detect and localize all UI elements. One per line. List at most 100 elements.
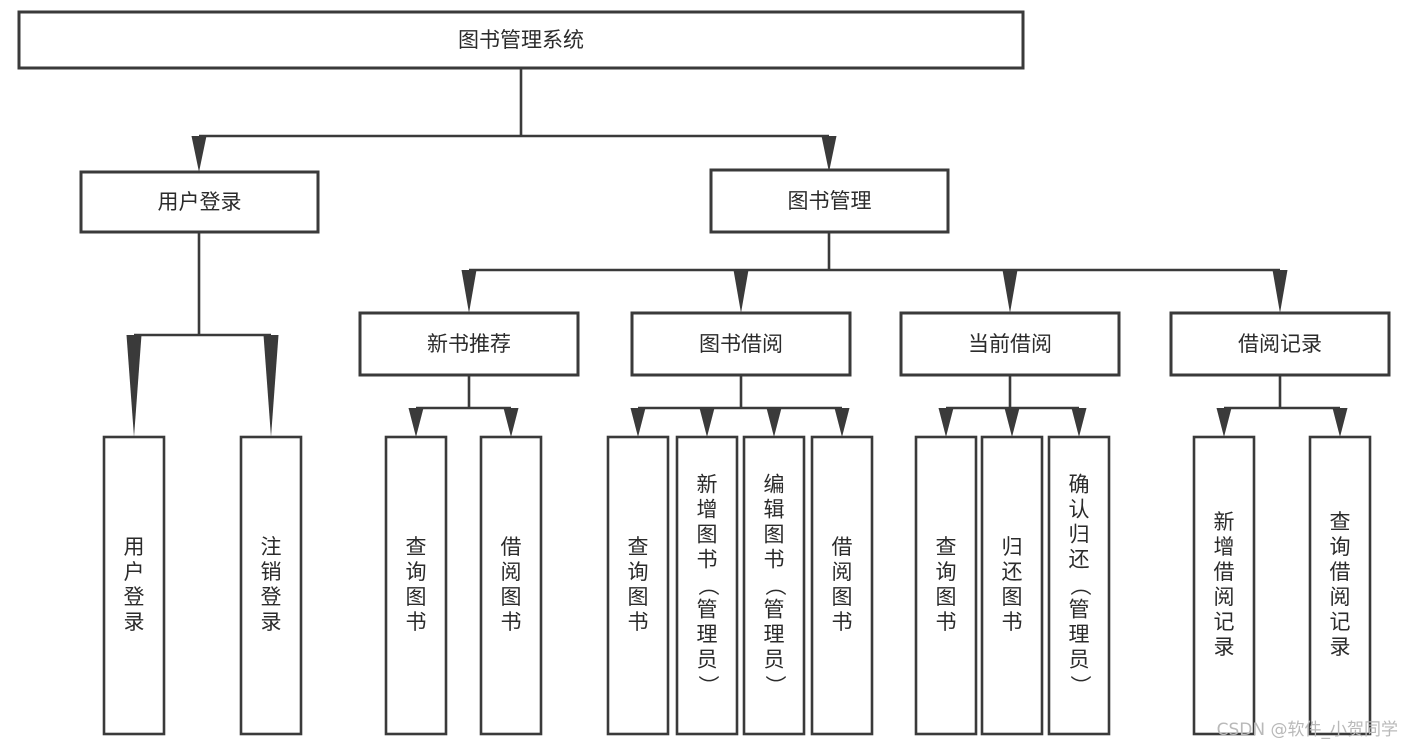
node-label-char: 员	[764, 648, 785, 672]
node-label-char: 新	[697, 473, 718, 497]
node-label-char: （	[763, 575, 787, 596]
node-box[interactable]	[102, 435, 166, 736]
node-label-char: ）	[696, 675, 720, 696]
node-box[interactable]	[914, 435, 978, 736]
node-label-char: 书	[628, 610, 649, 634]
connector-book-manage-to-level3	[461, 232, 1288, 313]
node-label-char: 书	[832, 610, 853, 634]
node-label-char: 新	[1214, 510, 1235, 534]
node-label-char: 理	[1069, 623, 1090, 647]
level3-node-图书借阅[interactable]: 图书借阅	[630, 311, 852, 377]
level3-node-借阅记录[interactable]: 借阅记录	[1169, 311, 1391, 377]
node-box[interactable]	[1308, 435, 1372, 736]
level2-node-用户登录[interactable]: 用户登录	[79, 170, 320, 234]
node-label-char: 查	[628, 535, 649, 559]
node-label-char: 查	[406, 535, 427, 559]
node-label-char: 询	[936, 560, 957, 584]
node-label-char: 书	[697, 548, 718, 572]
node-label-char: 询	[628, 560, 649, 584]
node-box[interactable]	[675, 435, 739, 736]
node-label-char: 借	[501, 535, 522, 559]
node-box[interactable]	[709, 168, 950, 234]
node-label-char: 图	[936, 585, 957, 609]
arrow-head-icon	[1004, 408, 1020, 437]
node-box[interactable]	[1169, 311, 1391, 377]
node-label-char: 登	[261, 585, 282, 609]
node-box[interactable]	[239, 435, 303, 736]
level3-node-新书推荐[interactable]: 新书推荐	[358, 311, 580, 377]
node-box[interactable]	[606, 435, 670, 736]
arrow-head-icon	[733, 270, 749, 313]
node-label-char: 阅	[1330, 585, 1351, 609]
node-box[interactable]	[899, 311, 1121, 377]
node-box[interactable]	[630, 311, 852, 377]
root-node-图书管理系统[interactable]: 图书管理系统	[17, 10, 1025, 70]
node-label-char: 管	[764, 598, 785, 622]
node-label-char: 书	[764, 548, 785, 572]
node-label-char: 查	[936, 535, 957, 559]
node-label-char: 理	[764, 623, 785, 647]
arrow-head-icon	[126, 335, 142, 437]
node-label: 图书借阅	[699, 332, 783, 356]
leaf-node-用户登录[interactable]: 用户登录	[102, 435, 166, 736]
node-box[interactable]	[1192, 435, 1256, 736]
arrow-head-icon	[503, 408, 519, 437]
node-box[interactable]	[358, 311, 580, 377]
node-box[interactable]	[742, 435, 806, 736]
node-label-char: 员	[697, 648, 718, 672]
node-box[interactable]	[1047, 435, 1111, 736]
node-box[interactable]	[17, 10, 1025, 70]
arrow-head-icon	[1002, 270, 1018, 313]
node-label-char: 归	[1002, 535, 1023, 559]
node-label-char: 还	[1069, 548, 1090, 572]
node-box[interactable]	[384, 435, 448, 736]
node-box[interactable]	[79, 170, 320, 234]
level3-node-当前借阅[interactable]: 当前借阅	[899, 311, 1121, 377]
arrow-head-icon	[1272, 270, 1288, 313]
node-label: 图书管理	[788, 189, 872, 213]
node-label-char: 归	[1069, 523, 1090, 547]
node-label: 用户登录	[124, 535, 145, 634]
arrow-head-icon	[1071, 408, 1087, 437]
arrow-head-icon	[1216, 408, 1232, 437]
level2-node-图书管理[interactable]: 图书管理	[709, 168, 950, 234]
node-label-char: 书	[1002, 610, 1023, 634]
arrow-head-icon	[766, 408, 782, 437]
node-box[interactable]	[810, 435, 874, 736]
connector-user-login-to-leaves	[126, 232, 279, 437]
node-label-char: 员	[1069, 648, 1090, 672]
node-label-char: 图	[406, 585, 427, 609]
node-label-char: 认	[1069, 498, 1090, 522]
nodes-layer: 图书管理系统用户登录图书管理新书推荐图书借阅当前借阅借阅记录用户登录注销登录查询…	[17, 10, 1391, 736]
node-label: 图书管理系统	[458, 28, 584, 52]
node-box[interactable]	[980, 435, 1044, 736]
node-label-char: 录	[1214, 635, 1235, 659]
node-box[interactable]	[479, 435, 543, 736]
node-label-char: 注	[261, 535, 282, 559]
arrow-head-icon	[834, 408, 850, 437]
node-label-char: 录	[124, 610, 145, 634]
node-label-char: 查	[1330, 510, 1351, 534]
